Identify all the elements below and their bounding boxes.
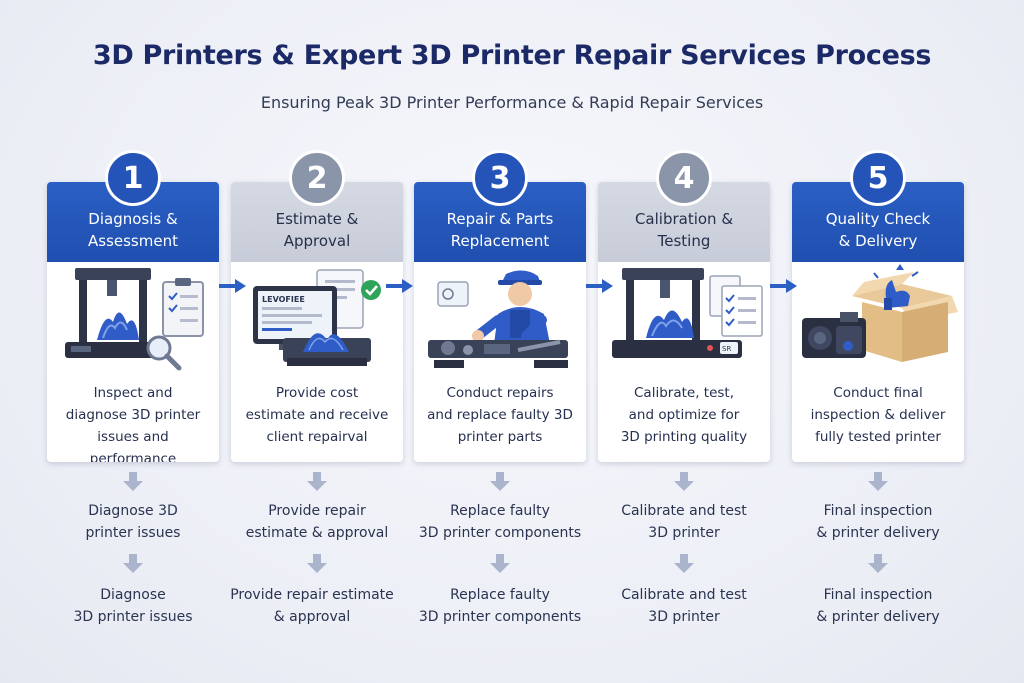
desc-line: fully tested printer bbox=[815, 429, 941, 445]
sub-line: 3D printer issues bbox=[73, 609, 193, 625]
arrow-down-icon bbox=[307, 554, 327, 573]
step-number-badge: 5 bbox=[850, 150, 906, 206]
arrow-down-icon bbox=[490, 554, 510, 573]
heading-line: Testing bbox=[657, 232, 711, 250]
printer-with-clipboard-icon bbox=[65, 268, 204, 371]
page-subtitle: Ensuring Peak 3D Printer Performance & R… bbox=[260, 93, 764, 112]
desc-line: issues and performance bbox=[89, 429, 177, 462]
step-description: Conduct repairs and replace faulty 3D pr… bbox=[420, 382, 580, 448]
desc-line: diagnose 3D printer bbox=[65, 407, 201, 423]
step-description: Provide cost estimate and receive client… bbox=[237, 382, 397, 448]
desc-line: and optimize for bbox=[628, 407, 740, 423]
heading-line: Replacement bbox=[450, 232, 550, 250]
sub-line: Provide repair estimate bbox=[230, 587, 394, 603]
arrow-down-icon bbox=[674, 472, 694, 491]
printer-calibration-icon: SR bbox=[612, 268, 763, 358]
delivery-box-icon bbox=[802, 264, 958, 362]
desc-line: estimate and receive bbox=[245, 407, 389, 423]
step-card: Quality Check & Delivery Conduct final in… bbox=[792, 182, 964, 462]
step-number-badge: 4 bbox=[656, 150, 712, 206]
desc-line: Calibrate, test, bbox=[634, 385, 734, 401]
sub-line: Replace faulty bbox=[450, 503, 550, 519]
sub-step-text: Replace faulty 3D printer components bbox=[405, 500, 595, 544]
desc-line: printer parts bbox=[457, 429, 543, 445]
invoice-screen-icon: LEVOFIEE bbox=[253, 269, 381, 366]
sub-line: Replace faulty bbox=[450, 587, 550, 603]
desc-line: 3D printing quality bbox=[620, 429, 748, 445]
step-card: Diagnosis & Assessment Inspect and diagno… bbox=[47, 182, 219, 462]
sub-line: Calibrate and test bbox=[621, 587, 747, 603]
desc-line: Conduct final bbox=[833, 385, 923, 401]
heading-line: Diagnosis & bbox=[88, 210, 178, 228]
sub-line: & approval bbox=[273, 609, 351, 625]
arrow-down-icon bbox=[674, 554, 694, 573]
sub-step-text: Provide repair estimate & approval bbox=[222, 500, 412, 544]
step-number-badge: 2 bbox=[289, 150, 345, 206]
sub-line: Diagnose bbox=[100, 587, 166, 603]
heading-line: & Delivery bbox=[838, 232, 918, 250]
heading-line: Calibration & bbox=[634, 210, 734, 228]
sub-step-text: Diagnose 3D printer issues bbox=[38, 584, 228, 628]
sub-line: & printer delivery bbox=[816, 525, 940, 541]
sub-step-text: Calibrate and test 3D printer bbox=[589, 500, 779, 544]
sub-step-text: Replace faulty 3D printer components bbox=[405, 584, 595, 628]
step-number-badge: 1 bbox=[105, 150, 161, 206]
desc-line: and replace faulty 3D bbox=[427, 407, 573, 423]
arrow-right-icon bbox=[219, 279, 246, 293]
arrow-down-icon bbox=[123, 554, 143, 573]
desc-line: Provide cost bbox=[275, 385, 359, 401]
sub-line: & printer delivery bbox=[816, 609, 940, 625]
arrow-down-icon bbox=[307, 472, 327, 491]
sub-line: Calibrate and test bbox=[621, 503, 747, 519]
sub-line: estimate & approval bbox=[245, 525, 389, 541]
desc-line: client repairval bbox=[266, 429, 368, 445]
sub-step-text: Provide repair estimate & approval bbox=[212, 584, 412, 628]
desc-line: inspection & deliver bbox=[810, 407, 946, 423]
step-card: Estimate & Approval LEVOFIEE Provide cost… bbox=[231, 182, 403, 462]
arrow-down-icon bbox=[123, 472, 143, 491]
arrow-down-icon bbox=[868, 472, 888, 491]
sub-line: Diagnose 3D bbox=[88, 503, 178, 519]
page-title: 3D Printers & Expert 3D Printer Repair S… bbox=[92, 40, 932, 71]
step-description: Calibrate, test, and optimize for 3D pri… bbox=[604, 382, 764, 448]
arrow-down-icon bbox=[868, 554, 888, 573]
heading-line: Approval bbox=[283, 232, 351, 250]
screen-label: LEVOFIEE bbox=[262, 295, 305, 304]
heading-line: Assessment bbox=[88, 232, 178, 250]
heading-line: Estimate & bbox=[275, 210, 359, 228]
sub-step-text: Final inspection & printer delivery bbox=[783, 584, 973, 628]
sub-step-text: Calibrate and test 3D printer bbox=[589, 584, 779, 628]
heading-line: Repair & Parts bbox=[446, 210, 554, 228]
sub-step-text: Final inspection & printer delivery bbox=[783, 500, 973, 544]
sub-line: Final inspection bbox=[823, 503, 933, 519]
sub-line: 3D printer components bbox=[418, 609, 582, 625]
step-description: Conduct final inspection & deliver fully… bbox=[798, 382, 958, 448]
sub-line: Final inspection bbox=[823, 587, 933, 603]
arrow-right-icon bbox=[586, 279, 613, 293]
sub-line: 3D printer bbox=[648, 525, 720, 541]
step-description: Inspect and diagnose 3D printer issues a… bbox=[53, 382, 213, 462]
sub-line: printer issues bbox=[85, 525, 181, 541]
sub-step-text: Diagnose 3D printer issues bbox=[38, 500, 228, 544]
sub-line: Provide repair bbox=[268, 503, 366, 519]
heading-line: Quality Check bbox=[825, 210, 931, 228]
technician-repair-icon bbox=[428, 270, 568, 368]
step-card: Calibration & Testing SR Calibrate, test,… bbox=[598, 182, 770, 462]
arrow-right-icon bbox=[386, 279, 413, 293]
desc-line: Conduct repairs bbox=[446, 385, 554, 401]
screen-label: SR bbox=[722, 345, 731, 353]
arrow-right-icon bbox=[770, 279, 797, 293]
sub-line: 3D printer components bbox=[418, 525, 582, 541]
step-number-badge: 3 bbox=[472, 150, 528, 206]
sub-line: 3D printer bbox=[648, 609, 720, 625]
arrow-down-icon bbox=[490, 472, 510, 491]
desc-line: Inspect and bbox=[93, 385, 173, 401]
